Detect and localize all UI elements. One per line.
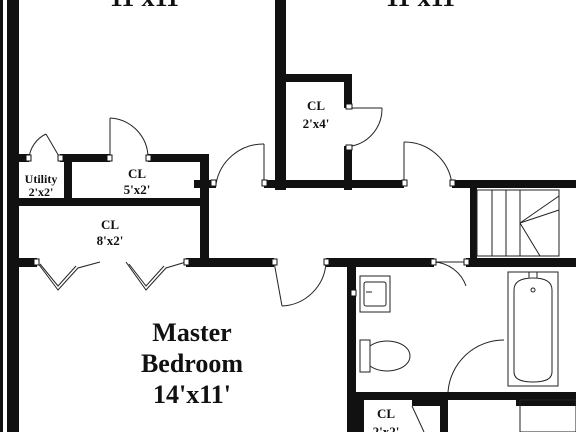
jamb (430, 258, 437, 266)
door-closet-mid-arc (109, 117, 149, 159)
jamb (271, 258, 278, 266)
door-bath-arc (433, 261, 467, 287)
jamb (350, 289, 357, 297)
room-dim-top-left: 11'x11' (110, 0, 187, 12)
jamb (106, 154, 113, 162)
wall-closet-mid-right (200, 154, 209, 266)
door-master-leaf (273, 261, 283, 307)
stair-winder (519, 222, 541, 257)
door-bedroom-left-arc (215, 143, 265, 185)
wall-closet-block-bottom (19, 198, 209, 206)
fixtures (359, 271, 576, 432)
door-utility-leaf (45, 133, 61, 159)
door-jambs (25, 103, 470, 297)
labels: 11'x11' 11'x11' CL 2'x4' Utility 2'x2' C… (25, 0, 463, 432)
master-name-line2: Bedroom (141, 349, 243, 378)
wall-utility-top-b (60, 154, 110, 162)
closet-bath-name: CL (377, 406, 395, 421)
closet-hall-dim: 8'x2' (97, 233, 124, 248)
wall-top-divider (275, 0, 286, 190)
door-utility-arc (28, 133, 47, 159)
stair-winder (519, 195, 560, 224)
utility-dim: 2'x2' (29, 185, 54, 199)
master-dim: 14'x11' (153, 380, 231, 409)
wall-left-edge-line (0, 0, 3, 432)
wall-master-top-a (19, 258, 37, 267)
door-bedroom-right-arc (403, 141, 453, 185)
closet-top-dim: 2'x4' (303, 116, 330, 131)
bathtub-inner (513, 277, 553, 383)
wall-closet-top-right (344, 74, 352, 108)
sink-basin (363, 281, 387, 307)
jamb (57, 154, 64, 162)
jamb (463, 258, 470, 266)
wall-utility-right (64, 154, 72, 206)
wall-closet-bath-right (440, 400, 448, 432)
jamb (210, 179, 217, 187)
jamb (145, 154, 152, 162)
wall-left-exterior (7, 0, 19, 432)
wall-bath-left (347, 262, 356, 432)
bifold-door-left-inner (39, 263, 77, 287)
wall-closet-mid-top (148, 154, 208, 162)
jamb (261, 179, 268, 187)
jamb (323, 258, 330, 266)
wall-master-top-b (186, 258, 274, 267)
toilet-tank (359, 339, 371, 373)
bifold-door-right (125, 261, 187, 291)
wall-closet-bath-left (356, 400, 364, 432)
closet-top-name: CL (307, 98, 325, 113)
wall-closet-top-upper (286, 74, 352, 82)
door-closet-bath-leaf (411, 405, 425, 432)
wall-master-top-c (326, 258, 434, 267)
wall-hall-upper-a (264, 180, 404, 188)
wall-bath-right-lower (516, 400, 576, 406)
jamb (401, 179, 408, 187)
utility-name: Utility (25, 172, 58, 186)
jamb (345, 103, 353, 110)
stair-outline (476, 189, 560, 257)
closet-mid-dim: 5'x2' (124, 182, 151, 197)
wall-closet-bath-top-stub (412, 400, 440, 406)
stairs (476, 189, 560, 257)
doors (28, 107, 505, 432)
jamb (449, 179, 456, 187)
bifold-door-right-inner (128, 263, 165, 287)
wall-master-top-d (466, 258, 576, 267)
door-master-arc (281, 261, 327, 307)
wall-closet-top-lower (344, 146, 352, 190)
wall-stair-tub (470, 188, 477, 262)
closet-mid-name: CL (128, 166, 146, 181)
door-bath-lower-arc (447, 339, 505, 393)
jamb (33, 258, 40, 266)
room-dim-top-right: 11'x11' (386, 0, 463, 12)
master-name-line1: Master (152, 318, 231, 347)
toilet-icon (369, 340, 411, 372)
wall-bath-bottom (356, 392, 576, 400)
vanity-icon (519, 399, 576, 432)
closet-hall-name: CL (101, 217, 119, 232)
tub-drain (530, 287, 536, 293)
wall-utility-top (19, 154, 29, 162)
door-closet-top-arc (351, 107, 383, 147)
jamb (183, 258, 190, 266)
jamb (345, 144, 353, 151)
stair-winder (519, 209, 560, 224)
wall-hall-upper-b (452, 180, 576, 188)
jamb (25, 154, 32, 162)
bifold-door-left (36, 261, 101, 291)
bathtub-icon (507, 271, 559, 387)
closet-bath-dim: 2'x2' (373, 424, 400, 432)
sink-icon (359, 275, 391, 313)
